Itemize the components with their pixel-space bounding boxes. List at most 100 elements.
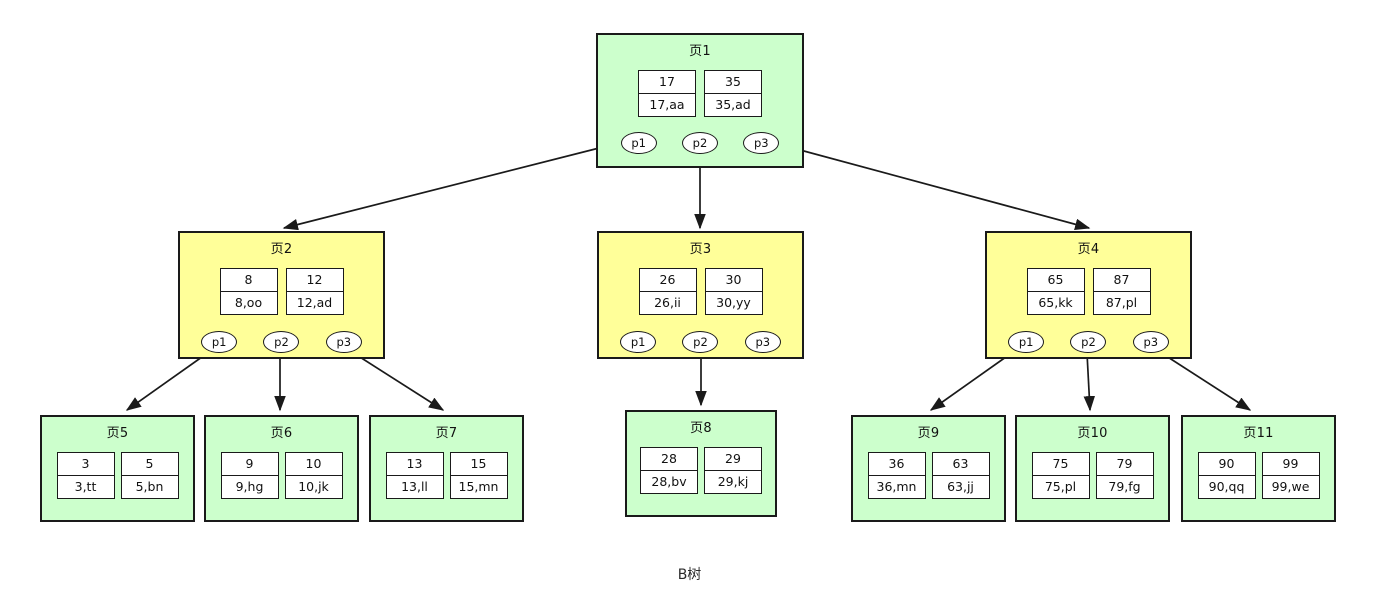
cell-value: 79,fg bbox=[1108, 479, 1141, 494]
node-page4[interactable]: 页4 65 65,kk 87 87,pl p1 p2 p3 bbox=[985, 231, 1192, 359]
pointer-p3[interactable]: p3 bbox=[743, 132, 780, 154]
cell-group: 3 3,tt 5 5,bn bbox=[42, 452, 193, 499]
node-page2[interactable]: 页2 8 8,oo 12 12,ad p1 p2 p3 bbox=[178, 231, 385, 359]
cell-value: 28,bv bbox=[651, 474, 687, 489]
cell[interactable]: 99 99,we bbox=[1261, 452, 1320, 499]
cell[interactable]: 3 3,tt bbox=[56, 452, 115, 499]
edge-page1-p3-to-page4 bbox=[788, 146, 1091, 230]
cell-group: 17 17,aa 35 35,ad bbox=[598, 70, 802, 117]
cell[interactable]: 90 90,qq bbox=[1197, 452, 1256, 499]
cell-value: 35,ad bbox=[715, 97, 751, 112]
node-page6[interactable]: 页6 9 9,hg 10 10,jk bbox=[204, 415, 359, 522]
cell-key: 90 bbox=[1198, 453, 1255, 476]
pointer-p3[interactable]: p3 bbox=[1132, 331, 1169, 353]
cell-value: 10,jk bbox=[298, 479, 329, 494]
cell-key: 3 bbox=[57, 453, 114, 476]
node-page8[interactable]: 页8 28 28,bv 29 29,kj bbox=[625, 410, 777, 517]
cell-group: 26 26,ii 30 30,yy bbox=[599, 268, 802, 315]
node-page5[interactable]: 页5 3 3,tt 5 5,bn bbox=[40, 415, 195, 522]
cell[interactable]: 75 75,pl bbox=[1031, 452, 1090, 499]
cell-value: 15,mn bbox=[458, 479, 499, 494]
cell-key: 13 bbox=[386, 453, 443, 476]
cell[interactable]: 12 12,ad bbox=[285, 268, 344, 315]
cell[interactable]: 79 79,fg bbox=[1095, 452, 1154, 499]
pointer-p2[interactable]: p2 bbox=[682, 331, 719, 353]
cell[interactable]: 63 63,jj bbox=[931, 452, 990, 499]
cell-group: 28 28,bv 29 29,kj bbox=[627, 447, 775, 494]
cell-key: 9 bbox=[221, 453, 278, 476]
pointer-p3[interactable]: p3 bbox=[744, 331, 781, 353]
cell-group: 75 75,pl 79 79,fg bbox=[1017, 452, 1168, 499]
node-page3[interactable]: 页3 26 26,ii 30 30,yy p1 p2 p3 bbox=[597, 231, 804, 359]
cell-value: 75,pl bbox=[1044, 479, 1077, 494]
pointer-group: p1 p2 p3 bbox=[987, 331, 1190, 353]
pointer-group: p1 p2 p3 bbox=[180, 331, 383, 353]
pointer-p1[interactable]: p1 bbox=[620, 331, 657, 353]
cell-group: 90 90,qq 99 99,we bbox=[1183, 452, 1334, 499]
pointer-p1[interactable]: p1 bbox=[201, 331, 238, 353]
cell-key: 10 bbox=[285, 453, 342, 476]
edge-page4-p2-to-page10 bbox=[1083, 352, 1096, 412]
cell-value: 65,kk bbox=[1038, 295, 1073, 310]
pointer-p1[interactable]: p1 bbox=[620, 132, 657, 154]
pointer-p2[interactable]: p2 bbox=[1070, 331, 1107, 353]
cell-key: 15 bbox=[450, 453, 507, 476]
cell[interactable]: 87 87,pl bbox=[1092, 268, 1151, 315]
cell-value: 5,bn bbox=[135, 479, 164, 494]
cell-value: 8,oo bbox=[234, 295, 263, 310]
cell[interactable]: 5 5,bn bbox=[120, 452, 179, 499]
node-page11[interactable]: 页11 90 90,qq 99 99,we bbox=[1181, 415, 1336, 522]
pointer-p1[interactable]: p1 bbox=[1008, 331, 1045, 353]
pointer-group: p1 p2 p3 bbox=[598, 132, 802, 154]
node-title: 页4 bbox=[1077, 242, 1100, 257]
node-page9[interactable]: 页9 36 36,mn 63 63,jj bbox=[851, 415, 1006, 522]
cell[interactable]: 29 29,kj bbox=[704, 447, 762, 494]
cell-key: 29 bbox=[705, 448, 761, 471]
cell-key: 36 bbox=[868, 453, 925, 476]
cell[interactable]: 13 13,ll bbox=[385, 452, 444, 499]
edge-page2-p1-to-page5 bbox=[125, 351, 210, 411]
node-page1[interactable]: 页1 17 17,aa 35 35,ad p1 p2 p3 bbox=[596, 33, 804, 168]
cell-group: 8 8,oo 12 12,ad bbox=[180, 268, 383, 315]
node-title: 页5 bbox=[106, 426, 129, 441]
edge-page4-p1-to-page9 bbox=[929, 351, 1014, 411]
cell-group: 36 36,mn 63 63,jj bbox=[853, 452, 1004, 499]
node-page7[interactable]: 页7 13 13,ll 15 15,mn bbox=[369, 415, 524, 522]
cell-group: 9 9,hg 10 10,jk bbox=[206, 452, 357, 499]
node-page10[interactable]: 页10 75 75,pl 79 79,fg bbox=[1015, 415, 1170, 522]
cell[interactable]: 65 65,kk bbox=[1026, 268, 1085, 315]
cell-value: 63,jj bbox=[947, 479, 974, 494]
cell[interactable]: 15 15,mn bbox=[449, 452, 508, 499]
cell[interactable]: 10 10,jk bbox=[284, 452, 343, 499]
cell-value: 13,ll bbox=[401, 479, 428, 494]
node-title: 页8 bbox=[690, 421, 712, 436]
cell[interactable]: 35 35,ad bbox=[704, 70, 762, 117]
cell[interactable]: 28 28,bv bbox=[640, 447, 698, 494]
node-title: 页11 bbox=[1243, 426, 1274, 441]
cell[interactable]: 36 36,mn bbox=[867, 452, 926, 499]
pointer-p2[interactable]: p2 bbox=[263, 331, 300, 353]
cell-key: 99 bbox=[1262, 453, 1319, 476]
cell-group: 13 13,ll 15 15,mn bbox=[371, 452, 522, 499]
edge-page1-p1-to-page2 bbox=[282, 144, 612, 231]
cell[interactable]: 8 8,oo bbox=[219, 268, 278, 315]
node-title: 页2 bbox=[270, 242, 293, 257]
diagram-caption: B树 bbox=[677, 567, 702, 583]
cell[interactable]: 30 30,yy bbox=[704, 268, 763, 315]
pointer-p3[interactable]: p3 bbox=[325, 331, 362, 353]
cell[interactable]: 9 9,hg bbox=[220, 452, 279, 499]
node-title: 页9 bbox=[917, 426, 940, 441]
cell-key: 28 bbox=[641, 448, 697, 471]
pointer-p2[interactable]: p2 bbox=[681, 132, 718, 154]
cell-value: 3,tt bbox=[74, 479, 97, 494]
cell-value: 87,pl bbox=[1105, 295, 1138, 310]
cell-value: 12,ad bbox=[296, 295, 333, 310]
cell[interactable]: 17 17,aa bbox=[638, 70, 696, 117]
cell-key: 30 bbox=[705, 269, 762, 292]
cell[interactable]: 26 26,ii bbox=[638, 268, 697, 315]
node-title: 页7 bbox=[435, 426, 458, 441]
edge-page2-p3-to-page7 bbox=[351, 351, 445, 411]
node-title: 页3 bbox=[689, 242, 712, 257]
cell-value: 30,yy bbox=[716, 295, 751, 310]
